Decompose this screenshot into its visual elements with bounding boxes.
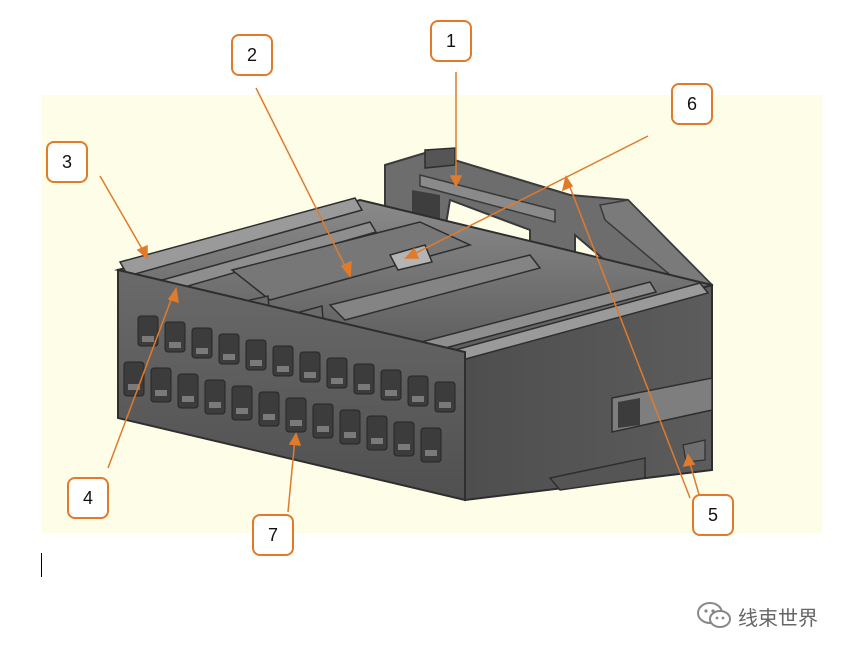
cavity-highlights [128, 336, 451, 456]
callout-number: 3 [61, 151, 72, 172]
callout-label-1: 1 [430, 20, 472, 62]
wechat-icon [697, 602, 731, 628]
callout-number: 4 [82, 487, 93, 508]
callout-label-7: 7 [252, 514, 294, 556]
callout-number: 1 [445, 30, 456, 51]
callout-label-2: 2 [231, 34, 273, 76]
callout-number: 5 [707, 504, 718, 525]
callout-number: 2 [246, 44, 257, 65]
callout-label-5: 5 [692, 494, 734, 536]
top-ribs [118, 197, 710, 361]
watermark: 线束世界 [696, 600, 818, 632]
latch-frame [384, 147, 714, 302]
callout-label-4: 4 [67, 477, 109, 519]
callout-number: 6 [686, 93, 697, 114]
watermark-text: 线束世界 [738, 605, 818, 630]
text-cursor [41, 553, 42, 577]
leader-lines [99, 72, 701, 513]
callout-label-3: 3 [46, 141, 88, 183]
callout-number: 7 [267, 524, 278, 545]
callout-label-6: 6 [671, 83, 713, 125]
